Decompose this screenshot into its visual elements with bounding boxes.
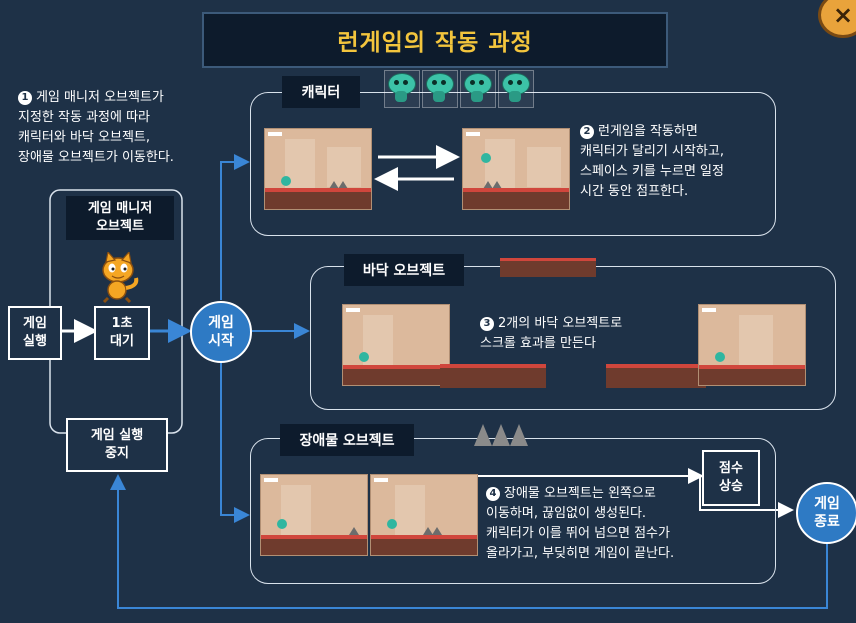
obstacle-screenshot-2 [370, 474, 478, 556]
box-line: 게임 [23, 316, 47, 331]
obstacle-tag: 장애물 오브젝트 [280, 424, 414, 456]
close-icon[interactable]: × [818, 0, 856, 38]
note-line: 스페이스 키를 누르면 일정 [580, 164, 724, 179]
note-line: 런게임을 작동하면 [598, 124, 698, 139]
note-line: 캐릭터가 이를 뛰어 넘으면 점수가 [486, 526, 670, 541]
floor-object-2 [440, 364, 546, 388]
note-line: 캐릭터가 달리기 시작하고, [580, 144, 724, 159]
obstacle-note: 4 장애물 오브젝트는 왼쪽으로 이동하며, 끊임없이 생성된다. 캐릭터가 이를… [486, 484, 716, 564]
game-screenshot-run [264, 128, 372, 210]
floor-note: 3 2개의 바닥 오브젝트로 스크롤 효과를 만든다 [480, 314, 680, 354]
box-line: 중지 [105, 446, 129, 461]
box-line: 1초 [111, 316, 133, 331]
box-line: 점수 [719, 461, 743, 476]
wait-box: 1초 대기 [94, 306, 150, 360]
note-line: 게임 매니저 오브젝트가 [36, 90, 164, 105]
note-line: 장애물 오브젝트가 이동한다. [18, 150, 174, 165]
character-note: 2 런게임을 작동하면 캐릭터가 달리기 시작하고, 스페이스 키를 누르면 일정… [580, 122, 770, 202]
note-line: 시간 동안 점프한다. [580, 184, 689, 199]
floor-object-1 [606, 364, 706, 388]
robot-icon [464, 73, 492, 103]
game-start-circle: 게임 시작 [190, 301, 252, 363]
note-line: 장애물 오브젝트는 왼쪽으로 [504, 486, 656, 501]
score-up-box: 점수 상승 [702, 450, 760, 506]
circle-line: 시작 [208, 333, 234, 349]
step-number: 1 [18, 91, 32, 105]
box-line: 대기 [110, 334, 134, 349]
floor-screenshot-left [342, 304, 450, 386]
note-line: 올라가고, 부딪히면 게임이 끝난다. [486, 546, 675, 561]
game-screenshot-jump [462, 128, 570, 210]
page-title: 런게임의 작동 과정 [202, 12, 668, 68]
intro-note: 1 게임 매니저 오브젝트가 지정한 작동 과정에 따라 캐릭터와 바닥 오브젝트… [18, 88, 218, 168]
floor-strip-icon [500, 258, 596, 277]
robot-icon [502, 73, 530, 103]
note-line: 스크롤 효과를 만든다 [480, 336, 596, 351]
tag-line: 오브젝트 [96, 219, 144, 234]
tag-line: 게임 매니저 [87, 201, 153, 216]
robot-icon [426, 73, 454, 103]
stop-game-box: 게임 실행 중지 [66, 418, 168, 472]
robot-sprite-strip [384, 70, 534, 110]
box-line: 게임 실행 [90, 428, 144, 443]
note-line: 2개의 바닥 오브젝트로 [498, 316, 623, 331]
circle-line: 게임 [814, 496, 840, 512]
character-tag: 캐릭터 [282, 76, 360, 108]
scratch-cat-icon [102, 252, 139, 304]
run-game-box: 게임 실행 [8, 306, 62, 360]
note-line: 지정한 작동 과정에 따라 [18, 110, 150, 125]
manager-tag: 게임 매니저 오브젝트 [66, 196, 174, 240]
box-line: 상승 [719, 479, 743, 494]
obstacle-screenshot-1 [260, 474, 368, 556]
circle-line: 종료 [814, 514, 840, 530]
box-line: 실행 [23, 334, 47, 349]
note-line: 캐릭터와 바닥 오브젝트, [18, 130, 150, 145]
game-end-circle: 게임 종료 [796, 482, 856, 544]
spike-obstacle-icon [474, 422, 528, 446]
circle-line: 게임 [208, 315, 234, 331]
robot-icon [388, 73, 416, 103]
step-number: 3 [480, 317, 494, 331]
step-number: 2 [580, 125, 594, 139]
floor-tag: 바닥 오브젝트 [344, 254, 464, 286]
step-number: 4 [486, 487, 500, 501]
note-line: 이동하며, 끊임없이 생성된다. [486, 506, 647, 521]
floor-screenshot-right [698, 304, 806, 386]
